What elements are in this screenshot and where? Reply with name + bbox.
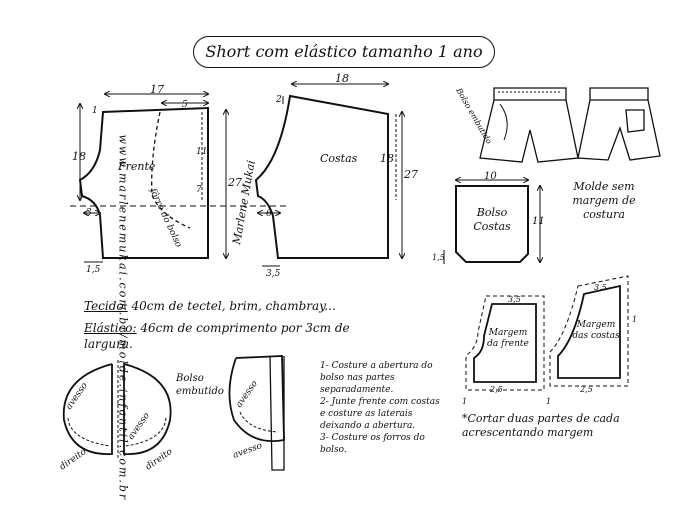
front-dim-total: 27 [227,176,242,189]
pocket-back-piece [443,180,540,264]
steps-list: 1- Costure a abertura do bolso nas parte… [320,360,440,456]
back-dim-bottom: 3,5 [266,269,281,279]
back-dim-width: 18 [335,72,349,85]
signature: Marlene Mukai [230,159,258,246]
margin-front-top: 3,5 [508,295,521,304]
front-dim-pocket-top: 5 [182,100,188,110]
front-dim-top-step: 1 [92,106,98,116]
title-box: Short com elástico tamanho 1 ano [193,36,495,68]
no-margin-note: Molde sem margem de costura [572,180,636,221]
margin-one-mid: 1 [546,397,551,406]
margin-front-label: Margem da frente [487,328,529,349]
cut-note: *Cortar duas partes de cada acrescentand… [462,412,620,439]
pocket-lining-pieces [62,360,172,460]
margin-back-piece [549,275,629,387]
embedded-pocket-caption: Bolso embutido [176,373,224,397]
front-dim-upper: 18 [72,150,86,163]
embedded-pocket-label: Bolso embutido [454,86,494,146]
page-title: Short com elástico tamanho 1 ano [205,42,483,61]
front-pocket-line-label: fôrro do bolso [147,186,185,250]
elastico-label: Elástico: [84,321,137,335]
back-dim-total: 27 [403,168,418,181]
step-2: 2- Junte frente com costas e costure as … [320,397,440,431]
shorts-sketch-front [479,87,579,163]
tecido-label: Tecido: [84,299,128,313]
margin-one-left: 1 [462,397,467,406]
pocket-right-avesso: avesso [126,411,152,442]
tecido-text: 40cm de tectel, brim, chambray... [131,299,336,313]
embedded-pocket-sketch [228,355,285,471]
elastico-text: 46cm de comprimento por 3cm de largura. [84,321,350,351]
pocket-back-dim-corner: 1,5 [432,253,445,262]
embedded-pocket-avesso-1: avesso [234,379,260,410]
pocket-back-dim-height: 11 [532,216,545,227]
front-dim-width: 17 [150,83,164,96]
fabric-line: Tecido: 40cm de tectel, brim, chambray..… [84,298,384,314]
embedded-pocket-avesso-2: avesso [232,441,265,461]
margin-front-piece [465,295,545,391]
pocket-left-direito: direito [58,447,89,473]
back-dim-upper: 18 [380,152,394,165]
front-label: Frente [117,160,156,173]
front-dim-crotch: 3 [86,208,92,218]
step-1: 1- Costure a abertura do bolso nas parte… [320,361,433,395]
margin-back-bottom: 2,5 [579,385,593,394]
margin-back-top: 3,5 [594,283,607,292]
step-3: 3- Costure os forros do bolso. [320,433,425,455]
pocket-left-avesso: avesso [64,381,90,412]
back-dim-crotch: 6 [266,209,272,219]
front-dim-pocket-side: 11 [196,147,207,157]
shorts-sketch-back [577,87,661,161]
elastic-line: Elástico: 46cm de comprimento por 3cm de… [84,320,374,352]
pocket-back-label: Bolso Costas [473,206,511,233]
margin-front-bottom: 2,5 [489,385,503,394]
back-piece [254,84,402,267]
front-dim-pocket-low: 7 [196,185,202,195]
back-dim-top-step: 2 [275,95,282,105]
back-label: Costas [320,152,358,165]
pocket-back-dim-width: 10 [484,171,497,182]
front-piece [70,94,290,263]
margin-back-label: Margem das costas [572,320,620,341]
margin-one-right: 1 [632,315,637,324]
front-dim-bottom: 1,5 [86,265,101,275]
